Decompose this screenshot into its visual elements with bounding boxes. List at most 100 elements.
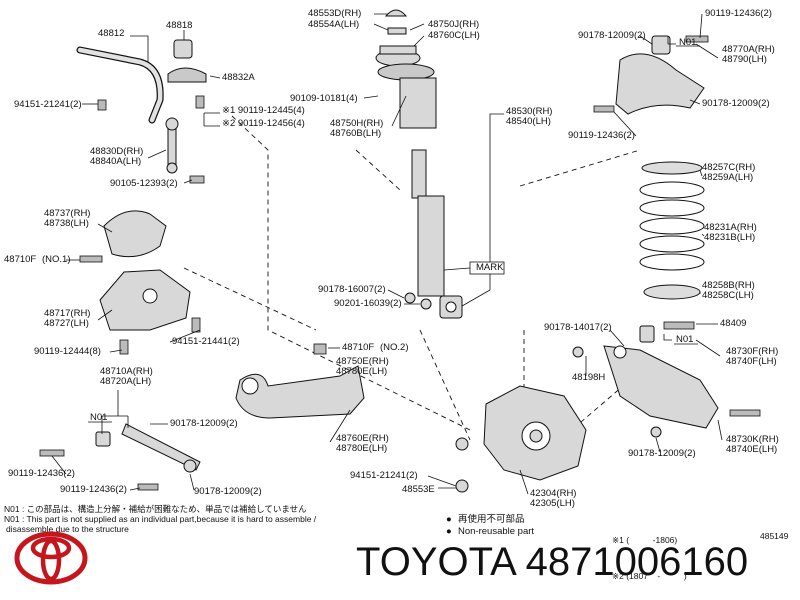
shock-absorber [375, 9, 463, 319]
notes: N01 : この部品は、構造上分解・補給が困難なため、単品では補給していません … [4, 504, 316, 534]
note-jp: N01 : この部品は、構造上分解・補給が困難なため、単品では補給していません [4, 504, 307, 514]
part-label: 94151-21441(2) [172, 336, 240, 347]
part-label: 94151-21241(2) [350, 470, 418, 481]
note-en-2: disassemble due to the structure [6, 524, 129, 534]
note-en-1: N01 : This part is not supplied as an in… [4, 514, 317, 524]
part-label: 48553D(RH) [308, 8, 361, 19]
part-label: MARK [476, 262, 504, 273]
part-label: 90178-16007(2) [318, 284, 386, 295]
bolts-left [79, 95, 327, 355]
part-label: 48259A(LH) [702, 172, 753, 183]
legend: ● 再使用不可部品 ● Non-reusable part [446, 514, 534, 538]
part-label: 48737(RH) [44, 208, 90, 219]
part-label: 90119-12436(2) [705, 8, 772, 19]
part-label: 48710F [4, 254, 36, 265]
part-label: 90178-12009(2) [170, 418, 238, 429]
crossmember-bracket [99, 269, 191, 331]
bullet-icon: ● [446, 514, 452, 525]
part-label: 48740F(LH) [726, 356, 777, 367]
steering-knuckle [455, 385, 587, 493]
part-label: 90119-12444(8) [34, 346, 101, 357]
part-label: ※1 90119-12445(4) [222, 105, 305, 116]
part-label: 94151-21241(2) [14, 99, 82, 110]
part-label: 48540(LH) [506, 116, 551, 127]
part-label: 90201-16039(2) [334, 298, 402, 309]
part-label: N01 [676, 334, 693, 345]
part-label: 48727(LH) [44, 318, 89, 329]
applicability: ※1 ( -1806) ※2 (1807 - ) [612, 510, 687, 594]
part-label: 48750E(RH) [336, 356, 389, 367]
upper-arm-right [593, 35, 709, 115]
part-label: N01 [679, 37, 696, 48]
part-label: 48780E(LH) [336, 366, 387, 377]
stabilizer-link [165, 117, 205, 184]
part-label: 48717(RH) [44, 308, 90, 319]
part-label: 42304(RH) [530, 488, 576, 499]
part-label: 48409 [720, 318, 746, 329]
part-label: 48750H(RH) [330, 118, 383, 129]
part-label: 90119-12436(2) [568, 130, 635, 141]
part-label: 48720A(LH) [100, 376, 151, 387]
part-label: 48770A(RH) [722, 44, 775, 55]
part-label: N01 [90, 412, 107, 423]
part-label: 48258C(LH) [702, 290, 754, 301]
caption: TOYOTA 4871006160 [356, 540, 749, 584]
legend-row-en: ● Non-reusable part [446, 526, 534, 538]
applicability-2: ※2 (1807 - ) [612, 571, 687, 581]
toyota-logo-icon [14, 531, 88, 585]
part-label: 90178-12009(2) [628, 448, 696, 459]
part-label: 48231B(LH) [704, 232, 755, 243]
part-number-labels: 48812 48818 48832A 94151-21241(2) ※1 90119-1… [4, 8, 779, 509]
part-label: 90119-12436(2) [60, 484, 127, 495]
part-label: 90109-10181(4) [290, 93, 358, 104]
stabilizer-bar [76, 46, 164, 124]
guide-lines [183, 115, 641, 441]
legend-jp: 再使用不可部品 [458, 514, 525, 525]
part-label: 48738(LH) [44, 218, 89, 229]
part-label: 48258B(RH) [702, 280, 755, 291]
lower-arm-right [572, 321, 761, 438]
part-label: 48790(LH) [722, 54, 767, 65]
part-label: 48554A(LH) [308, 19, 359, 30]
illustration-code: 485149 [760, 531, 789, 541]
part-label: 48832A [222, 72, 255, 83]
part-label: 48231A(RH) [704, 222, 757, 233]
part-label: 90178-12009(2) [702, 98, 770, 109]
part-label: 48840A(LH) [90, 156, 141, 167]
part-label: 48760C(LH) [428, 30, 480, 41]
part-label: 90178-12009(2) [194, 486, 262, 497]
n01-brackets [88, 45, 700, 423]
stabilizer-bushing [167, 39, 207, 83]
part-label: (NO.2) [380, 342, 409, 353]
part-label: 90178-12009(2) [578, 30, 646, 41]
legend-row-jp: ● 再使用不可部品 [446, 514, 534, 526]
upper-cover [103, 210, 167, 258]
trailing-arm [235, 365, 365, 419]
part-label: ※2 90119-12456(4) [222, 118, 305, 129]
applicability-1: ※1 ( -1806) [612, 535, 678, 545]
mark-box [469, 261, 505, 275]
part-label: (NO.1) [42, 254, 71, 265]
legend-en: Non-reusable part [458, 526, 535, 537]
part-label: 48812 [98, 28, 124, 39]
part-label: 48553E [402, 484, 435, 495]
part-label: 90105-12393(2) [110, 178, 178, 189]
part-label: 90119-12436(2) [8, 468, 75, 479]
part-label: 48198H [572, 372, 605, 383]
bullet-icon: ● [446, 526, 452, 537]
part-label: 48257C(RH) [702, 162, 755, 173]
part-label: 90178-14017(2) [544, 322, 612, 333]
part-label: 48830D(RH) [90, 146, 143, 157]
part-label: 48710A(RH) [100, 366, 153, 377]
lower-arm-left [39, 423, 201, 491]
part-label: 48750J(RH) [428, 19, 479, 30]
part-label: 48760E(RH) [336, 433, 389, 444]
part-label: 48818 [166, 20, 192, 31]
part-label: 48710F [342, 342, 374, 353]
coil-spring [639, 161, 705, 300]
part-label: 48730K(RH) [726, 434, 779, 445]
part-label: 48740E(LH) [726, 444, 777, 455]
part-label: 48730F(RH) [726, 346, 778, 357]
part-label: 42305(LH) [530, 498, 575, 509]
